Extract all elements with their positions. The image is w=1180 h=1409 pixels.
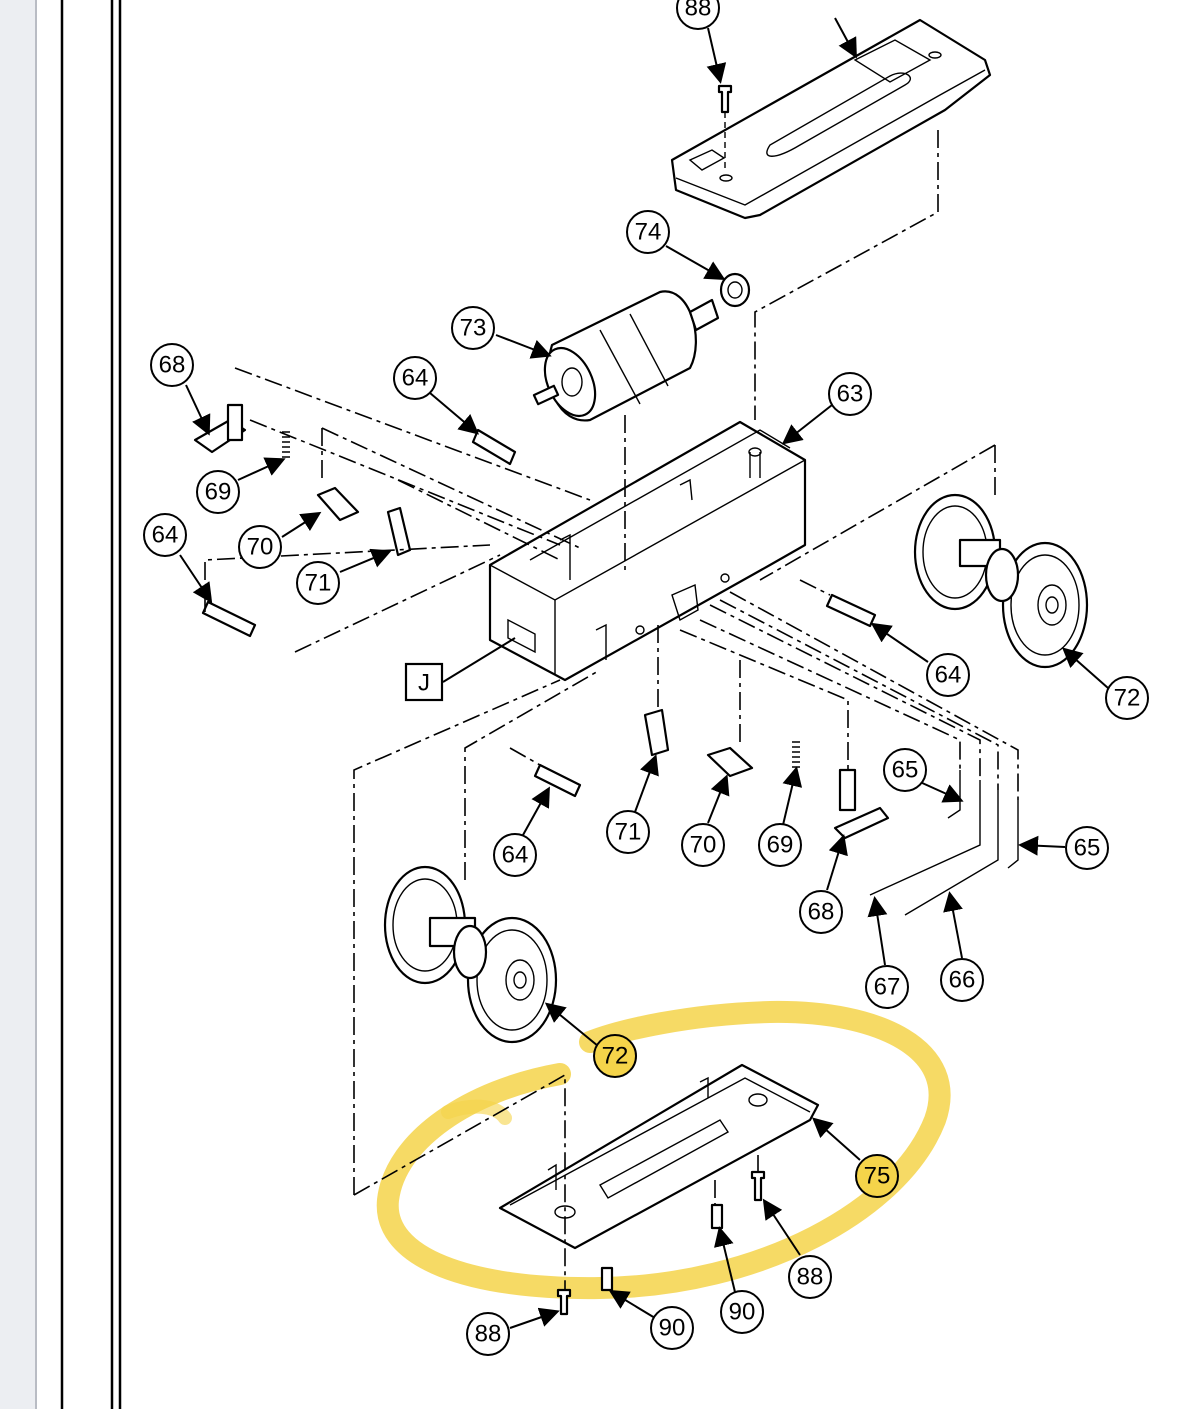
axle-pin-left xyxy=(201,600,257,638)
bracket-70-lower xyxy=(706,746,754,778)
callout-72-right: 72 xyxy=(1105,676,1149,720)
screw-88-bottom xyxy=(556,1288,572,1316)
callout-88-right: 88 xyxy=(788,1255,832,1299)
svg-text:88: 88 xyxy=(685,0,712,22)
bracket-70-left xyxy=(316,486,360,522)
callout-65-right: 65 xyxy=(1065,826,1109,870)
svg-text:88: 88 xyxy=(475,1321,502,1348)
clip-part xyxy=(719,272,751,308)
axle-pin-upper xyxy=(471,428,517,466)
axle-pin-right xyxy=(825,593,877,628)
svg-text:75: 75 xyxy=(864,1163,891,1190)
screw-88-right xyxy=(750,1170,766,1202)
svg-text:90: 90 xyxy=(729,1299,756,1326)
svg-text:71: 71 xyxy=(305,570,332,597)
callout-71-lower: 71 xyxy=(606,810,650,854)
callout-63: 63 xyxy=(828,372,872,416)
svg-text:73: 73 xyxy=(460,315,487,342)
callouts: 88 74 73 68 64 63 69 70 64 71 64 72 65 6… xyxy=(143,0,1149,1356)
callout-71-left: 71 xyxy=(296,561,340,605)
callout-66: 66 xyxy=(940,958,984,1002)
svg-text:65: 65 xyxy=(1074,835,1101,862)
wheel-part-right xyxy=(913,493,1089,669)
detail-box: J xyxy=(404,662,444,702)
svg-text:64: 64 xyxy=(502,842,529,869)
svg-text:70: 70 xyxy=(247,534,274,561)
svg-text:69: 69 xyxy=(205,479,232,506)
svg-text:64: 64 xyxy=(152,522,179,549)
callout-64-left: 64 xyxy=(143,513,187,557)
motor-part xyxy=(532,290,720,422)
callout-72-lower: 72 xyxy=(593,1034,637,1078)
brush-71-left xyxy=(386,506,412,557)
svg-text:63: 63 xyxy=(837,381,864,408)
svg-text:69: 69 xyxy=(767,832,794,859)
callout-68-left: 68 xyxy=(150,343,194,387)
bottom-cover-part xyxy=(498,1063,820,1250)
axle-pin-lower xyxy=(533,763,582,798)
detail-box-label: J xyxy=(418,670,430,697)
rod-parts xyxy=(869,770,1019,916)
callout-64-upper: 64 xyxy=(393,356,437,400)
callout-70-left: 70 xyxy=(238,525,282,569)
spring-69-left xyxy=(282,431,290,458)
leader-lines xyxy=(179,17,1109,1329)
svg-text:66: 66 xyxy=(949,967,976,994)
callout-73: 73 xyxy=(451,306,495,350)
callout-90-right: 90 xyxy=(720,1290,764,1334)
callout-65-upper: 65 xyxy=(883,748,927,792)
callout-70-lower: 70 xyxy=(681,823,725,867)
callout-88-top: 88 xyxy=(676,0,720,30)
highlight-loop xyxy=(376,1000,951,1300)
callout-64-lower: 64 xyxy=(493,833,537,877)
svg-text:71: 71 xyxy=(615,819,642,846)
svg-text:90: 90 xyxy=(659,1315,686,1342)
callout-75: 75 xyxy=(855,1154,899,1198)
svg-text:65: 65 xyxy=(892,757,919,784)
callout-69-left: 69 xyxy=(196,470,240,514)
housing-part xyxy=(488,420,807,682)
svg-text:68: 68 xyxy=(159,352,186,379)
screw-88-top xyxy=(717,84,733,168)
svg-text:72: 72 xyxy=(602,1043,629,1070)
contact-68-left xyxy=(193,403,247,454)
svg-text:72: 72 xyxy=(1114,685,1141,712)
svg-text:64: 64 xyxy=(402,365,429,392)
svg-text:68: 68 xyxy=(808,899,835,926)
callout-69-lower: 69 xyxy=(758,823,802,867)
svg-text:74: 74 xyxy=(635,219,662,246)
brush-71-lower xyxy=(643,708,670,757)
callout-68-lower: 68 xyxy=(799,890,843,934)
callout-67: 67 xyxy=(865,965,909,1009)
svg-text:67: 67 xyxy=(874,974,901,1001)
callout-90-left: 90 xyxy=(650,1306,694,1350)
svg-text:88: 88 xyxy=(797,1264,824,1291)
assembly-guide-lines xyxy=(204,130,1019,1290)
callout-88-bottom: 88 xyxy=(466,1312,510,1356)
top-cover-part xyxy=(670,18,992,220)
screw-90-right xyxy=(710,1203,724,1230)
wheel-part-left xyxy=(383,865,558,1044)
svg-text:70: 70 xyxy=(690,832,717,859)
svg-text:64: 64 xyxy=(935,662,962,689)
screw-90-left xyxy=(600,1266,614,1292)
page-frame xyxy=(0,0,122,1409)
callout-64-right: 64 xyxy=(926,653,970,697)
callout-74: 74 xyxy=(626,210,670,254)
contact-68-lower xyxy=(833,768,890,840)
spring-69-lower xyxy=(792,741,800,768)
